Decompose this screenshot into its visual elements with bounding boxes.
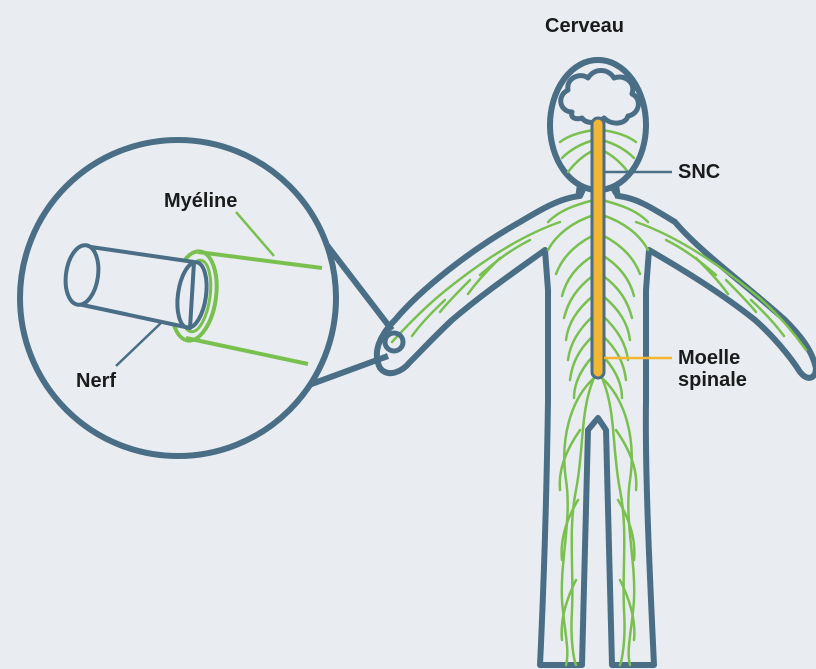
spinal-cord-label-line1: Moelle: [678, 347, 747, 369]
cns-label: SNC: [678, 161, 720, 183]
spinal-cord-label-line2: spinale: [678, 369, 747, 391]
spinal-cord-label: Moelle spinale: [678, 347, 747, 391]
magnifier-focus-point: [385, 333, 403, 351]
brain-label: Cerveau: [545, 15, 624, 37]
myelin-label: Myéline: [164, 190, 237, 212]
nerve-label: Nerf: [76, 370, 116, 392]
spinal-cord: [592, 118, 604, 378]
